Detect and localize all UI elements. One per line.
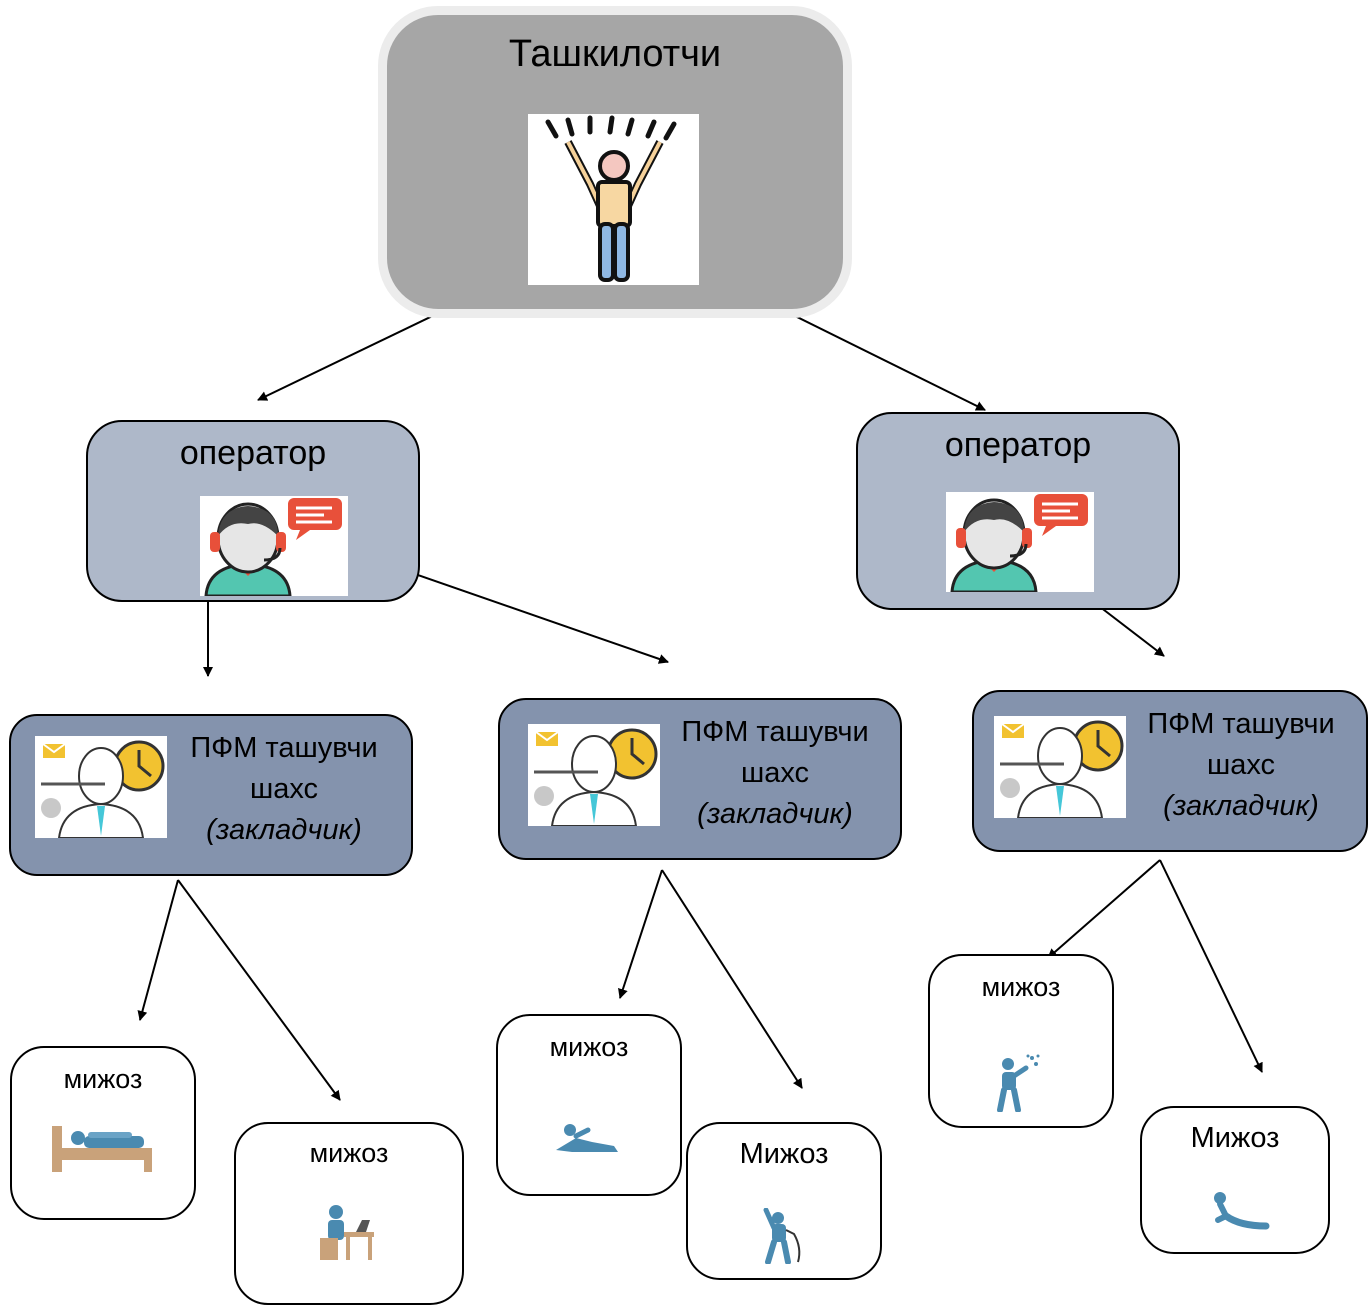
person-lying-in-bed-icon [48,1122,158,1176]
courier-role: (закладчик) [1163,790,1319,822]
arrow-courier2-to-client-4 [661,869,803,1089]
arrow-courier3-to-client-5 [1047,859,1161,959]
courier-node-1: ПФМ ташувчи шахс (закладчик) [9,714,413,876]
arrow-courier1-to-client-1 [137,879,179,1021]
arrow-courier1-to-client-2 [177,879,341,1101]
client-node-3: мижоз [496,1014,682,1196]
operator-label: оператор [944,426,1092,464]
courier-title: ПФМ ташувчи [681,716,869,748]
client-label: мижоз [549,1032,629,1062]
client-label: мижоз [981,972,1061,1002]
call-center-operator-icon [200,496,348,596]
office-worker-clock-icon [528,724,660,826]
courier-label: ПФМ ташувчи шахс (закладчик) [650,712,900,835]
courier-subtitle: шахс [1206,749,1276,781]
organizer-node: Ташкилотчи [378,6,852,318]
organizer-label: Ташкилотчи [508,33,722,75]
person-lying-stretching-icon [1206,1190,1270,1230]
person-singing-microphone-icon [758,1208,808,1264]
operator-label: оператор [179,434,327,472]
client-node-2: мижоз [234,1122,464,1305]
courier-label: ПФМ ташувчи шахс (закладчик) [157,728,411,851]
courier-node-3: ПФМ ташувчи шахс (закладчик) [972,690,1368,852]
courier-subtitle: шахс [740,757,810,789]
courier-role: (закладчик) [697,798,853,830]
client-label: мижоз [63,1064,143,1094]
office-worker-clock-icon [994,716,1126,818]
arrow-courier2-to-client-3 [618,869,663,999]
client-node-6: Мижоз [1140,1106,1330,1254]
person-celebrating-confetti-icon [992,1052,1042,1112]
courier-subtitle: шахс [249,773,319,805]
courier-role: (закладчик) [206,814,362,846]
person-at-desk-laptop-icon [316,1202,376,1262]
client-label: Мижоз [1190,1122,1280,1154]
arrow-courier3-to-client-6 [1159,859,1263,1073]
client-node-4: Мижоз [686,1122,882,1280]
courier-title: ПФМ ташувчи [1147,708,1335,740]
office-worker-clock-icon [35,736,167,838]
person-arms-raised-icon [528,114,699,285]
client-label: мижоз [309,1138,389,1168]
call-center-operator-icon [946,492,1094,592]
person-reclining-icon [552,1120,622,1154]
client-node-5: мижоз [928,954,1114,1128]
courier-node-2: ПФМ ташувчи шахс (закладчик) [498,698,902,860]
courier-label: ПФМ ташувчи шахс (закладчик) [1116,704,1366,827]
client-node-1: мижоз [10,1046,196,1220]
courier-title: ПФМ ташувчи [190,732,378,764]
operator-node-1: оператор [86,420,420,602]
operator-node-2: оператор [856,412,1180,610]
client-label: Мижоз [739,1138,829,1170]
